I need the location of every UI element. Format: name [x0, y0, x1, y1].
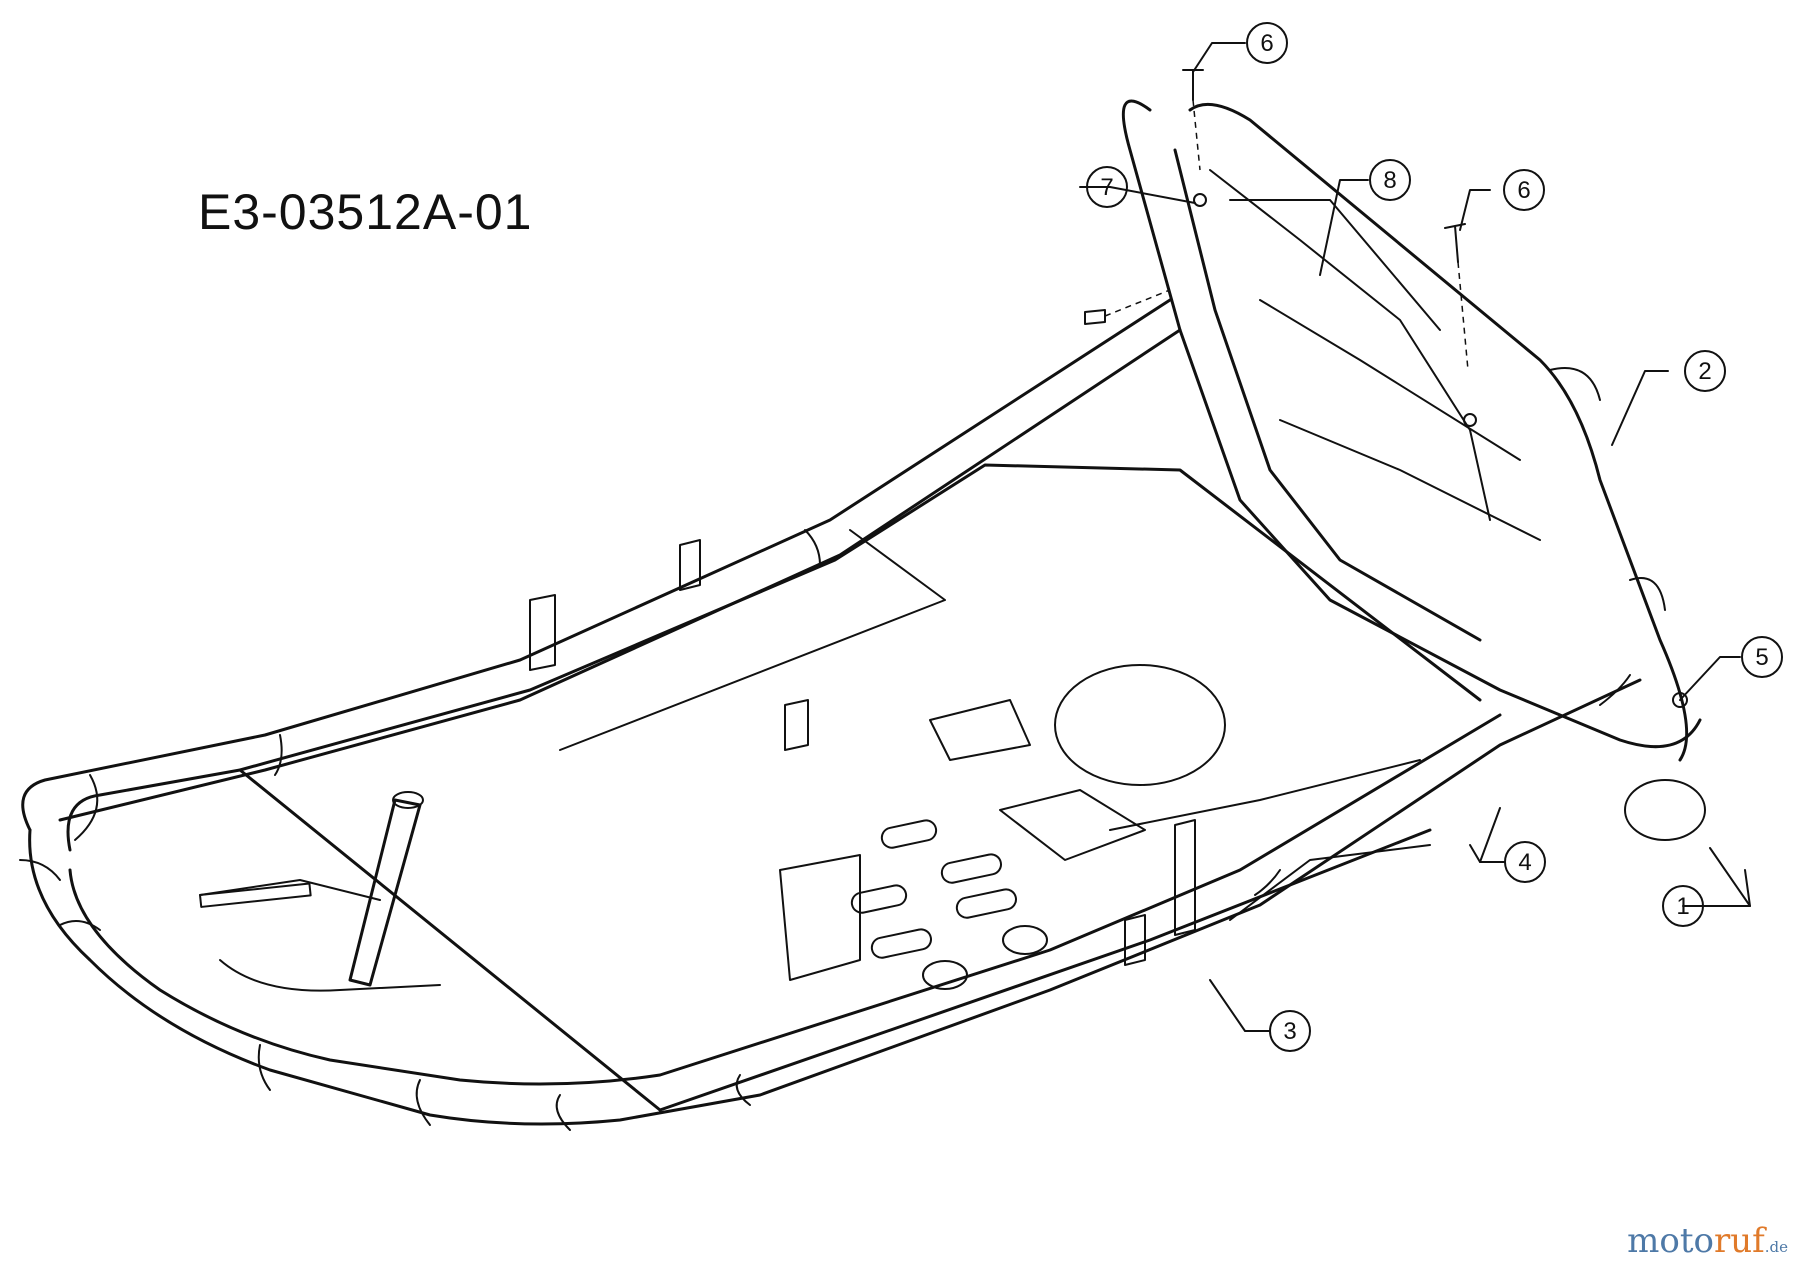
rear-seat-frame [1121, 99, 1706, 841]
callout-2-label: 2 [1698, 358, 1711, 385]
callout-1-label: 1 [1676, 893, 1689, 920]
callout-3-label: 3 [1283, 1018, 1296, 1045]
callout-1: 1 [1662, 885, 1704, 927]
floor-cutouts [850, 664, 1226, 990]
callout-7-label: 7 [1100, 174, 1113, 201]
callout-2: 2 [1684, 350, 1726, 392]
callout-5: 5 [1741, 636, 1783, 678]
callout-6a: 6 [1246, 22, 1288, 64]
callout-4-label: 4 [1518, 849, 1531, 876]
callout-8-label: 8 [1383, 167, 1396, 194]
callout-5-label: 5 [1755, 644, 1768, 671]
brackets [529, 539, 1196, 981]
floor-pan [66, 463, 1482, 1112]
callout-4: 4 [1504, 841, 1546, 883]
drawing-code: E3-03512A-01 [198, 184, 533, 240]
bolts [1084, 69, 1688, 708]
brand-tld: .de [1764, 1238, 1788, 1256]
callout-6a-label: 6 [1260, 30, 1273, 57]
brand-logo: motoruf.de [1627, 1221, 1788, 1261]
callout-3: 3 [1269, 1010, 1311, 1052]
leader-lines [1079, 42, 1751, 1032]
callout-6b: 6 [1503, 169, 1545, 211]
main-frame-tube [19, 298, 1642, 1131]
steering-post [198, 791, 441, 992]
callout-8: 8 [1369, 159, 1411, 201]
callout-7: 7 [1086, 166, 1128, 208]
callout-6b-label: 6 [1517, 177, 1530, 204]
brand-part2: ruf [1714, 1221, 1765, 1261]
brand-part1: moto [1627, 1221, 1715, 1261]
